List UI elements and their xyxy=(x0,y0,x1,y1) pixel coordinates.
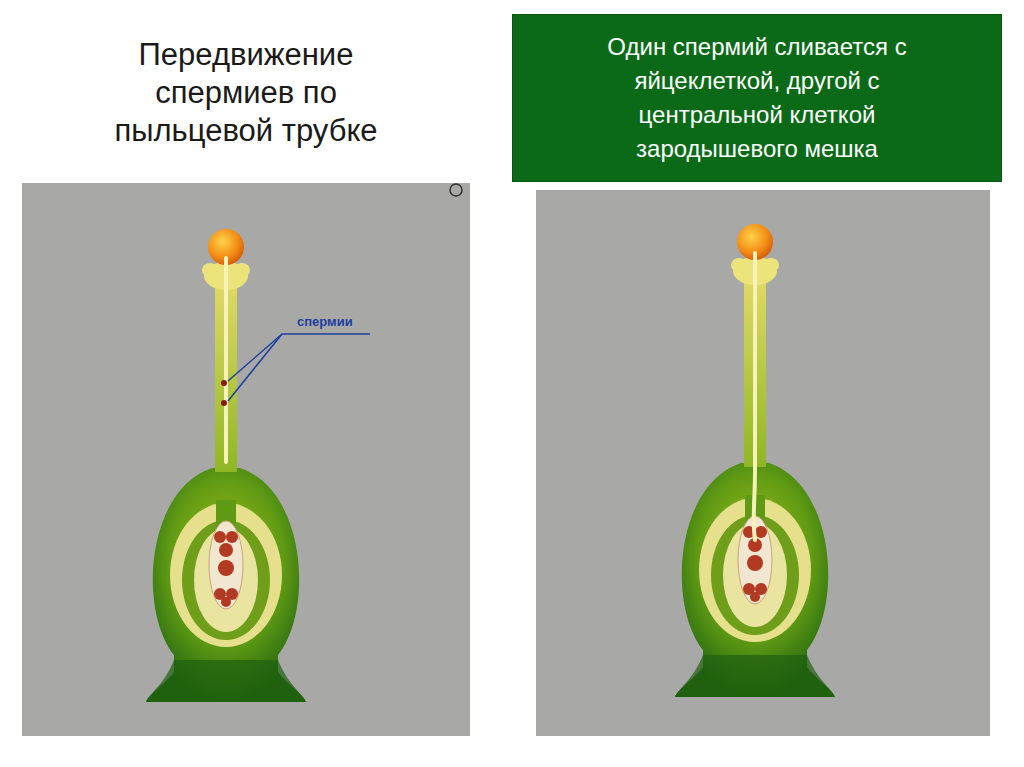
sperm-cell xyxy=(221,400,227,406)
part-label: спермии xyxy=(297,314,353,329)
leader-line xyxy=(228,334,370,401)
pollen-tube xyxy=(224,258,228,462)
caption-text: Один спермий сливается с яйцеклеткой, др… xyxy=(569,30,945,166)
caption-box: Один спермий сливается с яйцеклеткой, др… xyxy=(512,14,1002,182)
slide-title: Передвижение спермиев по пыльцевой трубк… xyxy=(78,36,414,149)
pistil-right xyxy=(675,224,835,697)
pollen-tube xyxy=(754,253,755,540)
corner-icon xyxy=(450,184,462,196)
panel-left xyxy=(22,183,470,736)
sperm-cell xyxy=(221,380,227,386)
pistil-left xyxy=(146,229,306,702)
panel-right xyxy=(536,190,990,736)
